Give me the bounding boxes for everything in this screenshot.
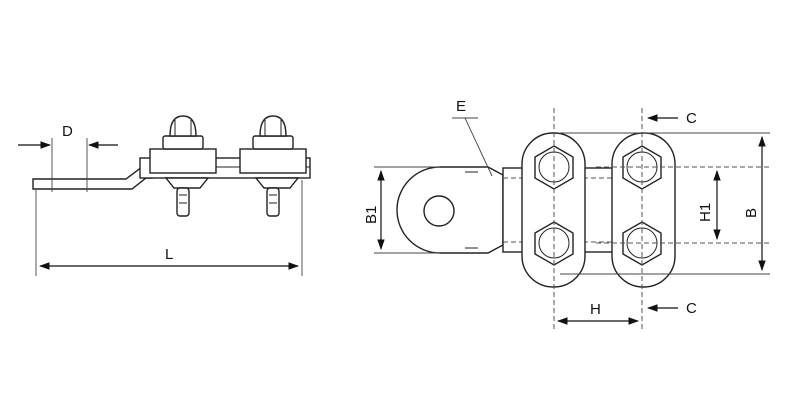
clamp-pad-left [149, 148, 217, 174]
label-b1: B1 [363, 206, 380, 224]
lug-hole [423, 195, 455, 227]
dimension-h1: H1 [697, 169, 721, 241]
label-l: L [165, 246, 173, 263]
label-b: B [743, 208, 760, 218]
clamp-jaw-right [254, 177, 300, 189]
lug-tongue [32, 166, 153, 190]
label-d: D [62, 123, 73, 140]
leader-e: E [452, 98, 493, 177]
dimension-b: B [560, 132, 770, 275]
dimension-l: L [35, 180, 303, 276]
plan-view: E C C B1 H1 B [363, 98, 770, 330]
bolt-nut-right [252, 115, 294, 217]
side-view: D L [18, 115, 311, 276]
dimension-h: H [556, 301, 640, 325]
label-e: E [456, 98, 466, 115]
dimension-d: D [18, 123, 118, 192]
bolt-nut-left [162, 115, 204, 217]
clamp-jaw-left [164, 177, 210, 189]
label-h1: H1 [697, 203, 714, 222]
clamp-pad-right [239, 148, 307, 174]
label-c-bottom: C [686, 300, 697, 317]
section-c-top: C [646, 110, 697, 127]
label-c-top: C [686, 110, 697, 127]
dimension-b1: B1 [363, 166, 440, 254]
label-h: H [590, 301, 601, 318]
section-c-bottom: C [646, 300, 697, 317]
